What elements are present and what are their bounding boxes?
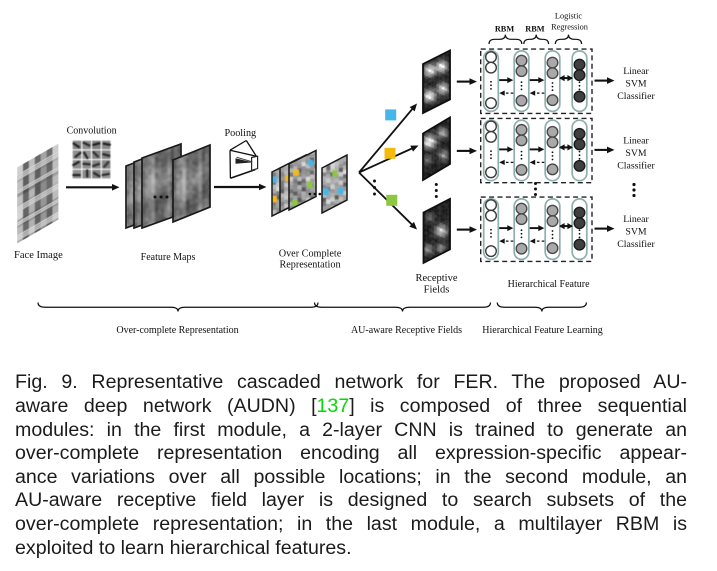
svg-text:SVM: SVM bbox=[625, 79, 647, 90]
svg-text:SVM: SVM bbox=[625, 227, 647, 238]
svg-text:Linear: Linear bbox=[623, 135, 649, 146]
svg-text:Over Complete: Over Complete bbox=[279, 248, 342, 259]
svg-text:Logistic: Logistic bbox=[555, 11, 583, 20]
svg-text:Over-complete Representation: Over-complete Representation bbox=[116, 325, 238, 336]
svg-text:Classifier: Classifier bbox=[617, 239, 655, 250]
svg-text:Classifier: Classifier bbox=[617, 160, 655, 171]
svg-text:Hierarchical Feature Learning: Hierarchical Feature Learning bbox=[482, 325, 603, 336]
svg-text:Receptive: Receptive bbox=[416, 273, 458, 284]
svg-text:Regression: Regression bbox=[551, 22, 589, 31]
svg-text:RBM: RBM bbox=[495, 24, 515, 33]
svg-text:Convolution: Convolution bbox=[67, 125, 117, 136]
svg-text:Linear: Linear bbox=[623, 66, 649, 77]
svg-text:Classifier: Classifier bbox=[617, 91, 655, 102]
svg-text:Hierarchical Feature: Hierarchical Feature bbox=[508, 279, 590, 290]
svg-text:SVM: SVM bbox=[625, 148, 647, 159]
svg-text:Linear: Linear bbox=[623, 214, 649, 225]
svg-text:Representation: Representation bbox=[279, 259, 340, 270]
svg-text:Feature Maps: Feature Maps bbox=[141, 252, 196, 263]
svg-text:Pooling: Pooling bbox=[224, 128, 256, 139]
svg-text:RBM: RBM bbox=[525, 24, 545, 33]
svg-text:AU-aware Receptive Fields: AU-aware Receptive Fields bbox=[351, 325, 462, 336]
svg-text:Face Image: Face Image bbox=[14, 250, 63, 261]
svg-text:Fields: Fields bbox=[424, 285, 450, 296]
